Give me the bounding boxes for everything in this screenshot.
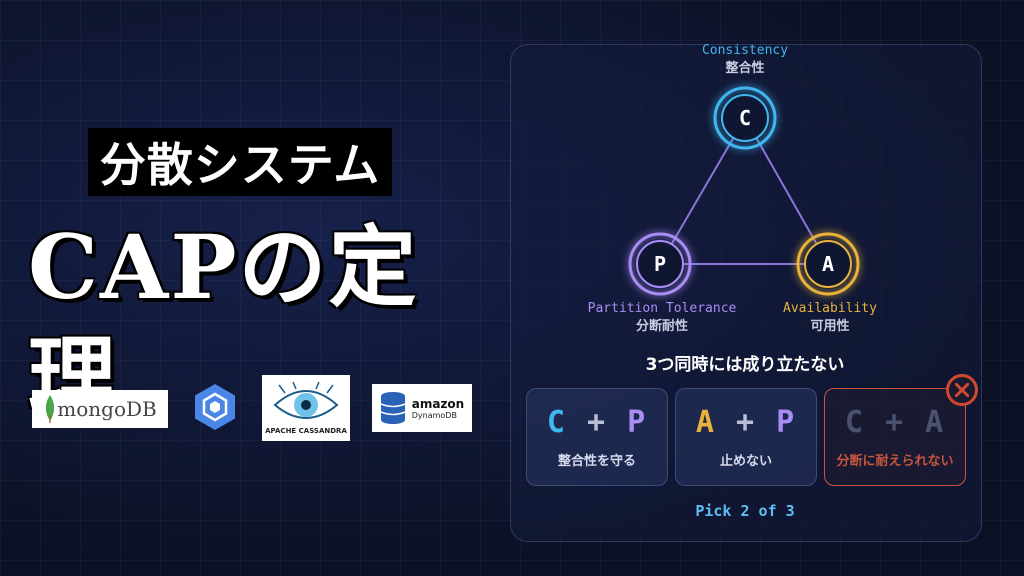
node-p-label-en: Partition Tolerance	[587, 301, 737, 316]
dynamodb-logo-text-1: amazon	[411, 396, 465, 411]
node-p-label-jp: 分断耐性	[635, 319, 688, 334]
combo-ca: C + A	[845, 405, 945, 440]
mongodb-logo-text: mongoDB	[57, 397, 157, 421]
dynamodb-logo: amazon DynamoDB	[372, 384, 472, 432]
cassandra-logo: APACHE CASSANDRA	[262, 375, 350, 441]
node-c-label: Consistency 整合性	[665, 42, 825, 78]
cassandra-logo-text: APACHE CASSANDRA	[265, 427, 347, 435]
mongodb-logo: mongoDB	[32, 390, 168, 428]
combo-ca-desc: 分断に耐えられない	[836, 454, 954, 469]
eye-icon	[273, 381, 339, 419]
combo-cp-op: +	[586, 405, 608, 440]
cap-statement: 3つ同時には成り立たない	[645, 355, 845, 375]
combo-ap-op: +	[735, 405, 757, 440]
combo-card-ap: A + P 止めない	[675, 388, 817, 486]
node-a-label-en: Availability	[783, 301, 877, 316]
combo-ap-right: P	[776, 405, 797, 440]
bigtable-logo	[190, 382, 240, 432]
hexagon-icon	[195, 384, 235, 430]
combo-ca-right: A	[925, 405, 946, 440]
combo-ca-op: +	[884, 405, 906, 440]
node-a-label: Availability 可用性	[768, 300, 892, 336]
node-a-label-jp: 可用性	[810, 319, 850, 334]
node-c-label-en: Consistency	[701, 43, 789, 58]
combo-card-cp: C + P 整合性を守る	[526, 388, 668, 486]
combo-ap-desc: 止めない	[719, 454, 772, 469]
dynamodb-logo-text-2: DynamoDB	[411, 410, 457, 420]
combo-cp-left: C	[546, 405, 567, 440]
combo-ca-left: C	[844, 405, 865, 440]
leaf-icon	[46, 395, 55, 423]
subtitle-banner: 分散システム	[88, 128, 392, 196]
combo-cp: C + P	[547, 405, 647, 440]
pick-footer: Pick 2 of 3	[695, 502, 795, 520]
combo-cp-right: P	[627, 405, 648, 440]
combo-ap: A + P	[696, 405, 796, 440]
database-icon	[380, 392, 406, 424]
combo-card-ca: C + A 分断に耐えられない	[824, 388, 966, 486]
node-c-label-jp: 整合性	[725, 61, 765, 76]
cross-icon	[946, 374, 978, 406]
page-title: CAPの定理	[28, 215, 419, 429]
combo-cp-desc: 整合性を守る	[557, 454, 636, 469]
combo-ap-left: A	[695, 405, 716, 440]
node-p-label: Partition Tolerance 分断耐性	[570, 300, 754, 336]
